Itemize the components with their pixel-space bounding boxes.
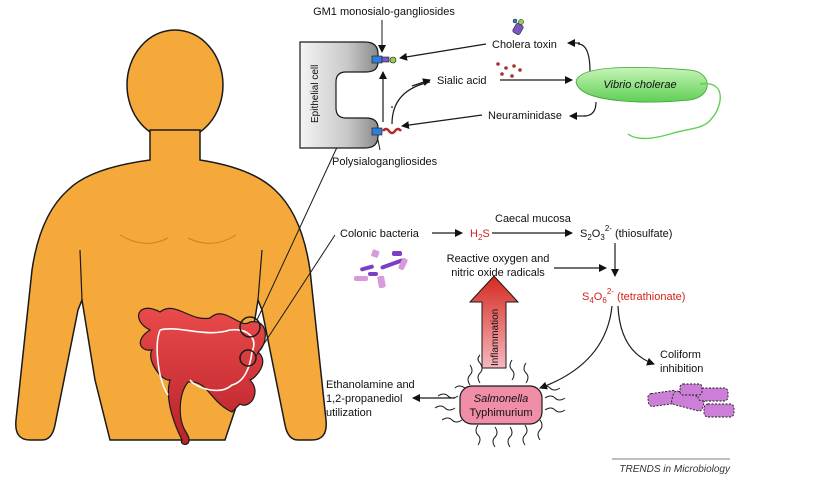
sialic-acid-dots: [496, 62, 522, 78]
footer-label: TRENDS in Microbiology: [619, 464, 731, 475]
polysialo-pointer: [377, 139, 381, 151]
tetrathionate-label: S4O62-(tetrathionate): [582, 287, 685, 305]
torso: [15, 129, 327, 441]
polysialo-receptor: [371, 127, 383, 136]
ros-line2: nitric oxide radicals: [451, 267, 545, 279]
connector-to-colonic: [255, 234, 336, 357]
colonic-bacteria-label: Colonic bacteria: [340, 228, 420, 240]
inflammation-label: Inflammation: [490, 309, 501, 366]
toxin-to-gm1-arrow: [399, 43, 487, 61]
coliform-bacteria: [647, 383, 735, 418]
vibrio-neuraminidase-curve: [583, 101, 597, 117]
colon-ascending-line: [156, 329, 169, 396]
polysialo-chain: [382, 127, 402, 135]
gm1-sugar: [381, 56, 390, 63]
salmonella-line2: Typhimurium: [470, 407, 533, 419]
h2s-label: H2S: [470, 228, 490, 242]
epithelial-cell-label: Epithelial cell: [310, 65, 321, 123]
colonic-bacteria-icons: [354, 249, 408, 289]
caecal-mucosa-label: Caecal mucosa: [495, 213, 572, 225]
tetrathionate-to-coliform-arrow: [617, 305, 655, 366]
left-arm-line: [79, 249, 83, 301]
zoom-circle-lower: [239, 349, 257, 367]
zoom-circle-upper: [239, 316, 261, 338]
inflammation-arrow: Inflammation: [468, 275, 520, 369]
chest-contour-right: [187, 234, 237, 244]
chest-contour-left: [119, 234, 169, 244]
vibrio-toxin-curve: [577, 43, 591, 73]
sialic-arrowhead: [411, 78, 431, 87]
salmonella-line1: Salmonella: [474, 393, 528, 405]
vibrio-cholerae: Vibrio cholerae: [575, 66, 721, 140]
tetrathionate-to-salmonella-arrow: [539, 305, 613, 390]
right-arm-line: [257, 249, 263, 301]
vibrio-flagellum: [627, 83, 721, 140]
gm1-label: GM1 monosialo-gangliosides: [313, 6, 455, 18]
ethanolamine-line1: Ethanolamine and: [326, 379, 415, 391]
colon-shape: [138, 307, 266, 445]
ros-line1: Reactive oxygen and: [447, 253, 550, 265]
thiosulfate-label: S2O32-(thiosulfate): [580, 224, 672, 242]
connector-to-epithelial: [256, 129, 346, 321]
head: [126, 29, 224, 141]
gm1-receptor: [371, 55, 383, 64]
salmonella-body: [459, 385, 543, 425]
human-body: [15, 29, 327, 441]
sialic-acid-label: Sialic acid: [437, 75, 487, 87]
vibrio-label: Vibrio cholerae: [603, 79, 676, 91]
neuraminidase-to-polysialo-arrow: [401, 114, 483, 130]
polysialo-label: Polysialogangliosides: [332, 156, 438, 168]
epithelial-cell: Epithelial cell: [299, 41, 402, 149]
neuraminidase-label: Neuraminidase: [488, 110, 562, 122]
coliform-line2: inhibition: [660, 363, 703, 375]
cholera-toxin-icon: [512, 18, 524, 35]
ethanolamine-line2: 1,2-propanediol: [326, 393, 402, 405]
polysialo-to-sialic-curve: [391, 81, 431, 125]
colon: [138, 307, 266, 445]
colon-inner-line: [159, 328, 255, 392]
ethanolamine-line3: utilization: [326, 407, 372, 419]
cholera-toxin-label: Cholera toxin: [492, 39, 557, 51]
salmonella: Salmonella Typhimurium: [434, 354, 566, 448]
gm1-sialic: [389, 56, 397, 64]
coliform-line1: Coliform: [660, 349, 701, 361]
